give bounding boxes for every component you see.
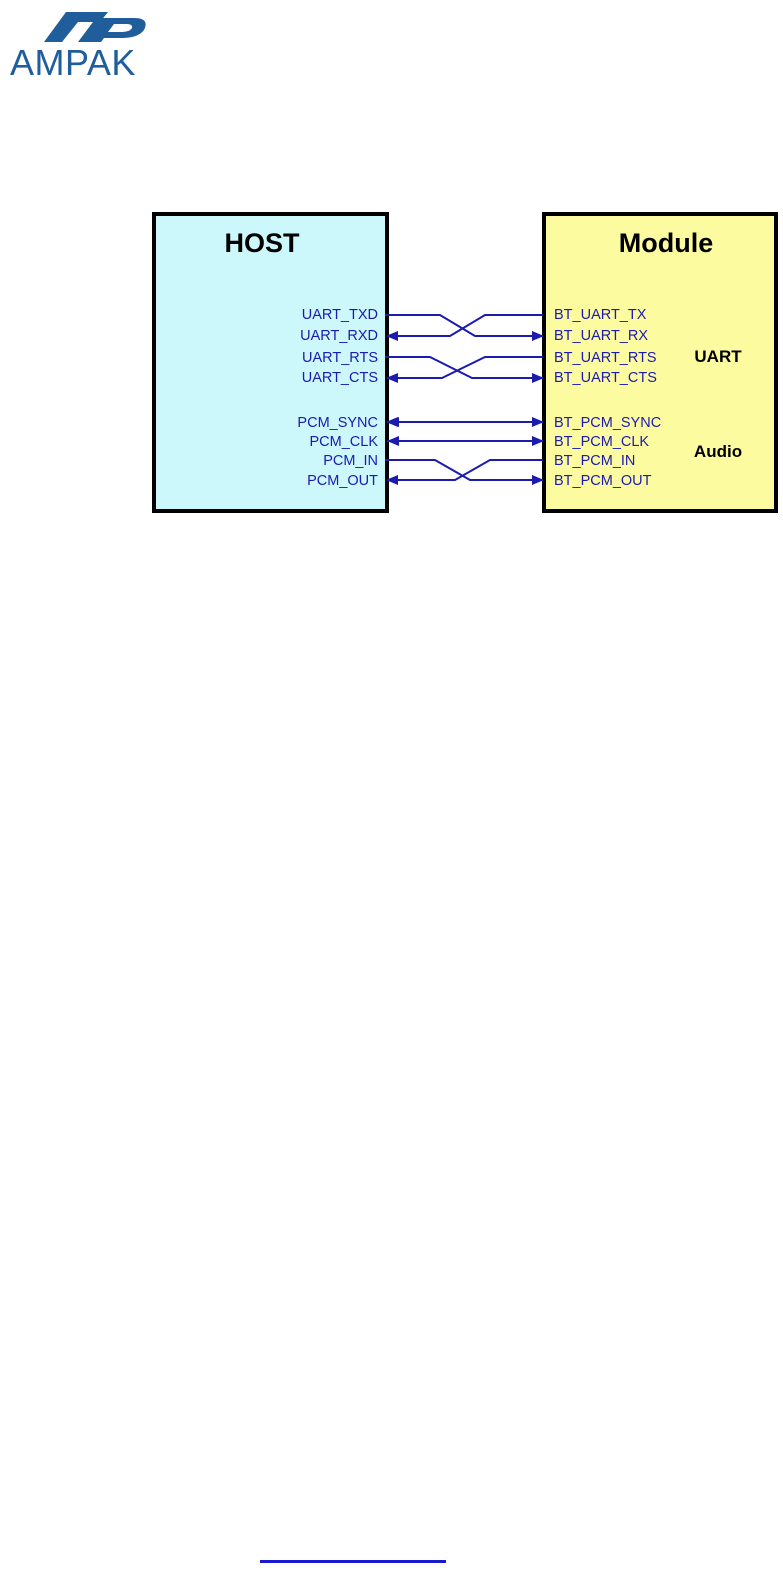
module-signal-label: BT_PCM_SYNC — [554, 415, 661, 431]
host-signal-label: PCM_SYNC — [297, 415, 378, 431]
module-signal-label: BT_UART_TX — [554, 307, 647, 323]
host-module-interface-diagram: HOST Module UART_TXD UART_RXD UART_RTS U… — [0, 0, 783, 560]
host-signal-label: UART_TXD — [302, 307, 378, 323]
audio-group-label: Audio — [694, 442, 742, 461]
wire-bt-tx-to-uart-rxd — [387, 315, 543, 336]
host-signal-label: PCM_OUT — [307, 473, 378, 489]
host-signal-label: PCM_CLK — [310, 434, 379, 450]
module-signal-label: BT_PCM_CLK — [554, 434, 649, 450]
module-signal-label: BT_PCM_IN — [554, 453, 635, 469]
module-title: Module — [619, 228, 714, 258]
host-signal-label: UART_RTS — [302, 350, 378, 366]
footer-link-underline[interactable] — [260, 1560, 446, 1563]
host-title: HOST — [224, 228, 300, 258]
wire-pcm-in-to-bt-pcm-out — [385, 460, 543, 480]
module-signal-label: BT_UART_CTS — [554, 370, 657, 386]
host-signal-label: UART_CTS — [302, 370, 378, 386]
module-signal-label: BT_UART_RX — [554, 328, 648, 344]
host-signal-label: PCM_IN — [323, 453, 378, 469]
wire-uart-txd-to-bt-rx — [385, 315, 543, 336]
module-signal-label: BT_UART_RTS — [554, 350, 657, 366]
uart-group-label: UART — [694, 347, 742, 366]
host-signal-label: UART_RXD — [300, 328, 378, 344]
module-signal-label: BT_PCM_OUT — [554, 473, 652, 489]
